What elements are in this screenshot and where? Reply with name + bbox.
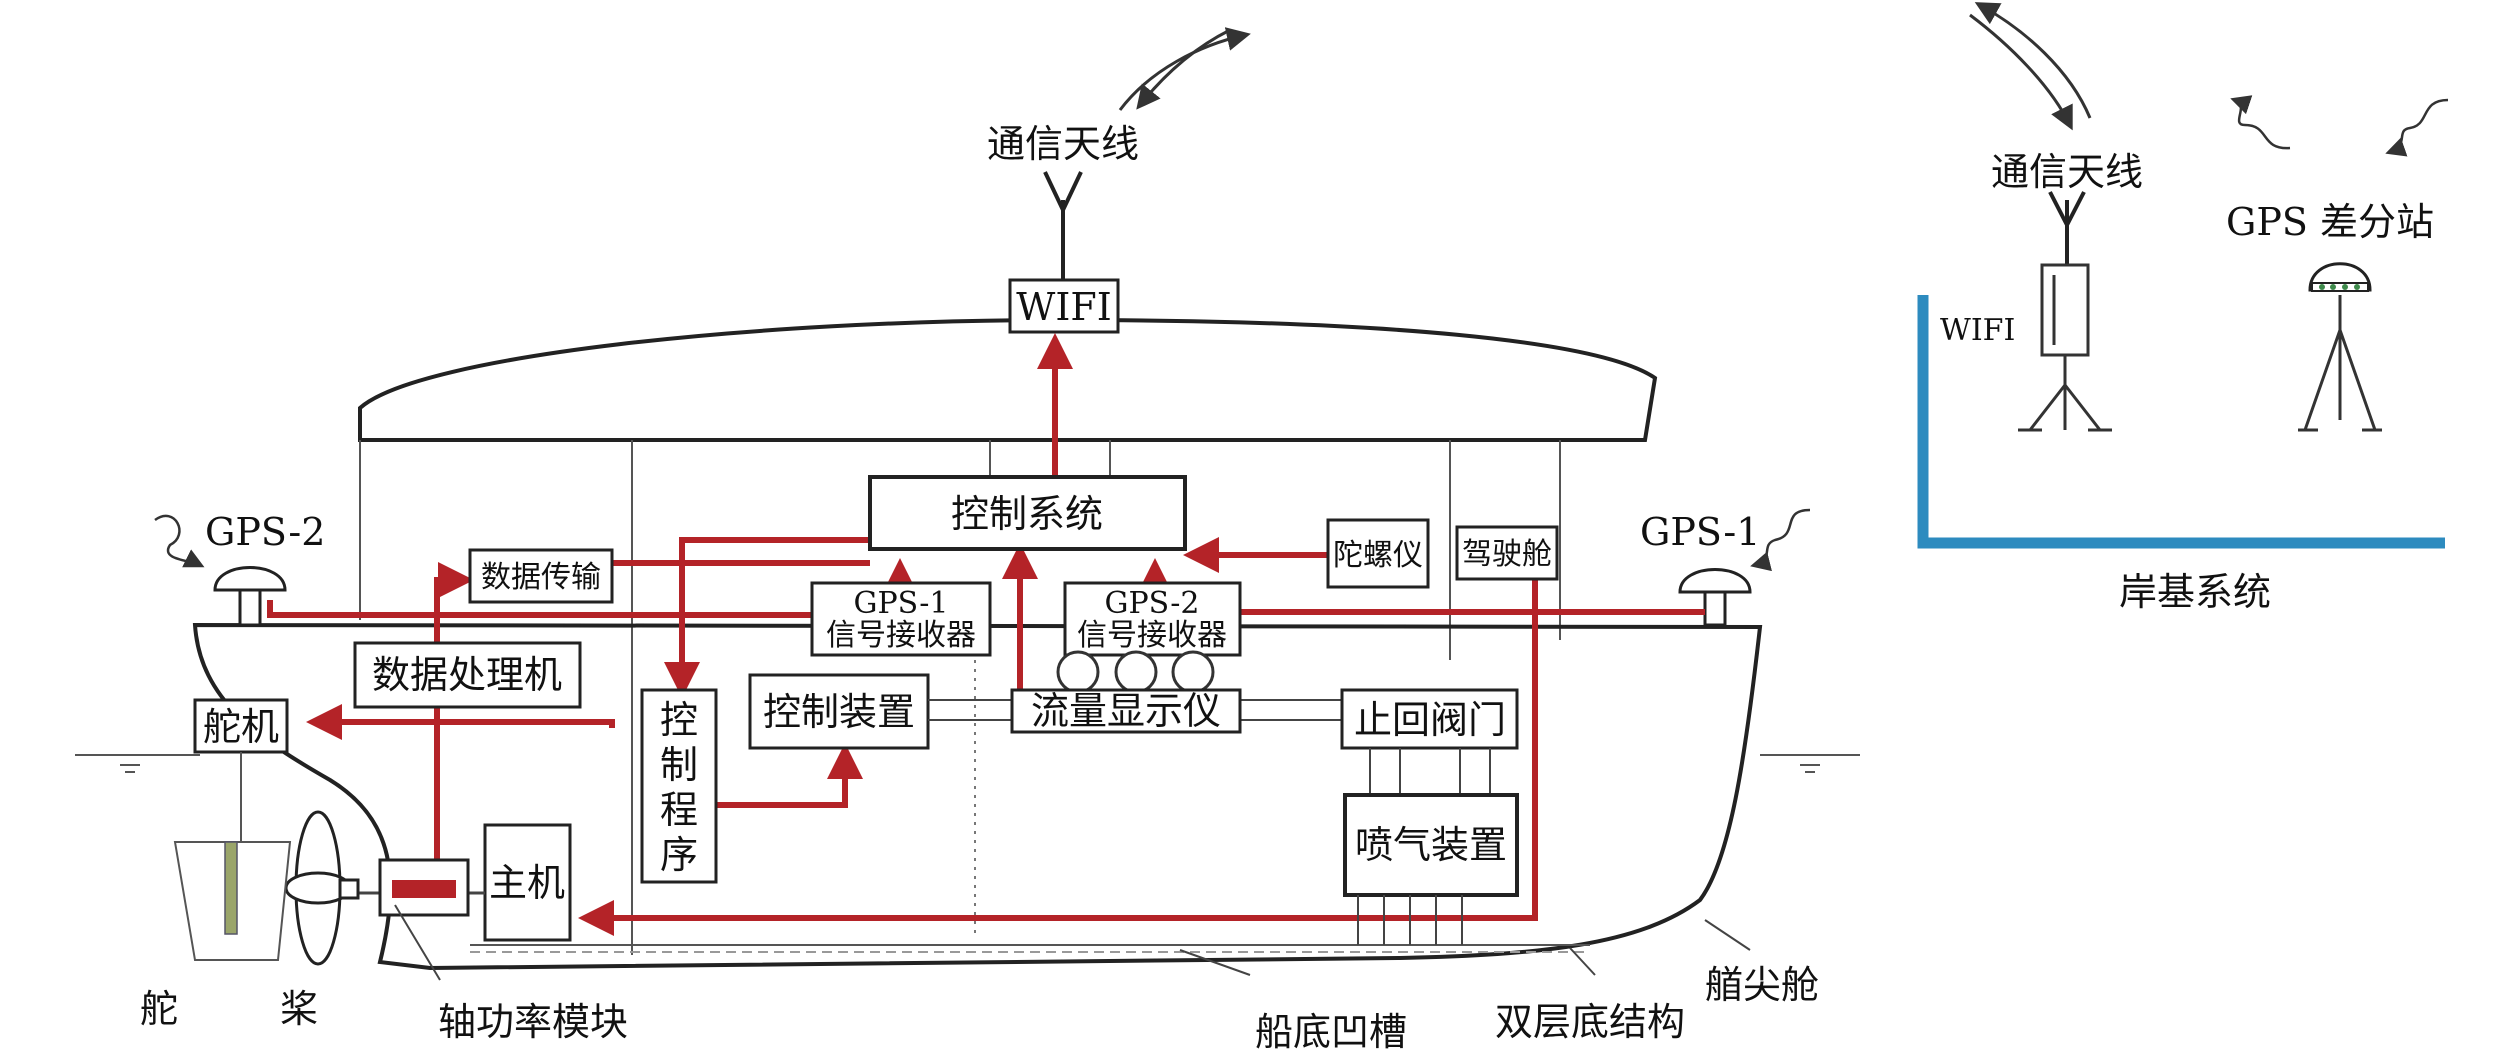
superstructure-posts (359, 440, 1561, 955)
air-injection-label: 喷气装置 (1355, 823, 1507, 867)
gps2-receiver-box (1063, 581, 1242, 657)
control-device-box (748, 673, 930, 750)
propeller-callout: 桨 (280, 987, 318, 1031)
control-system-label: 控制系统 (951, 492, 1103, 536)
control-program-char-3: 程 (660, 788, 698, 832)
antenna-label: 通信天线 (987, 122, 1139, 166)
bridge-box (1455, 525, 1559, 581)
control-system-box (868, 475, 1187, 551)
steering-gear-label: 舵机 (203, 705, 279, 749)
propeller-icon (284, 810, 360, 966)
tripod-icon (2298, 295, 2382, 432)
gps1-receiver-box (810, 581, 992, 657)
gps1-label: GPS-1 (1640, 510, 1760, 554)
rudder-callout: 舵 (140, 987, 178, 1031)
double-bottom-callout: 双层底结构 (1495, 1000, 1685, 1044)
connecting-pipes (928, 699, 1342, 721)
data-transfer-label: 数据传输 (481, 560, 601, 595)
shore-wall (1917, 295, 2445, 549)
air-injection-box (1343, 793, 1519, 897)
wave-signal-icon (1750, 508, 1811, 572)
steering-gear-box (193, 698, 289, 754)
check-valve-box (1340, 688, 1519, 750)
wave-signal-icon (154, 514, 205, 568)
gps-station-label: GPS 差分站 (2226, 200, 2434, 244)
deck-canopy (358, 317, 1658, 442)
bottom-groove-callout: 船底凹槽 (1255, 1010, 1407, 1054)
shore-section: 岸基系统 通信天线 WIFI GPS 差分站 (1917, 2, 2449, 614)
antenna-icon (2048, 191, 2086, 265)
control-program-char-1: 控 (660, 698, 698, 742)
tripod-icon (2018, 263, 2112, 432)
gps-antenna-icon (1678, 568, 1752, 627)
gyroscope-label: 陀螺仪 (1333, 538, 1423, 573)
gps-antenna-icon (2308, 262, 2372, 292)
gps2-receiver-line1: GPS-2 (1104, 586, 1199, 621)
valve-pipes (1369, 748, 1491, 795)
shore-antenna-label: 通信天线 (1991, 150, 2143, 194)
waterline-icon (75, 754, 1860, 773)
data-transfer-box (468, 548, 614, 604)
control-device-label: 控制装置 (763, 690, 915, 734)
gps-antenna-icon (213, 566, 287, 627)
bridge-label: 驾驶舱 (1462, 537, 1552, 572)
main-engine-box (483, 823, 572, 942)
shore-wifi-label: WIFI (1940, 313, 2015, 348)
gps2-label: GPS-2 (205, 510, 325, 554)
wifi-box (1008, 278, 1120, 334)
wave-signal-icon (1118, 27, 1251, 111)
check-valve-label: 止回阀门 (1354, 698, 1506, 742)
callout-leaders (394, 904, 1751, 981)
ship-section: 通信天线 WIFI GPS-2 GPS-1 (75, 27, 1860, 1054)
control-program-box (640, 688, 718, 884)
gps1-receiver-line2: 信号接收器 (826, 618, 976, 653)
antenna-icon (1043, 171, 1083, 288)
control-program-char-4: 序 (660, 833, 698, 877)
data-processor-box (353, 641, 582, 709)
shaft-power-module-core (392, 880, 456, 898)
gyroscope-box (1326, 518, 1430, 589)
gps1-receiver-line1: GPS-1 (853, 586, 948, 621)
wifi-label: WIFI (1016, 285, 1111, 329)
rudder-icon (173, 752, 292, 961)
shore-system-label: 岸基系统 (2119, 570, 2271, 614)
gps2-receiver-line2: 信号接收器 (1077, 618, 1227, 653)
signal-lines (267, 333, 1705, 936)
flow-display-box (1010, 688, 1242, 734)
double-bottom-structure (470, 944, 1590, 953)
wave-signal-icon (1969, 2, 2092, 131)
injection-pipes (1357, 895, 1463, 945)
data-processor-label: 数据处理机 (372, 653, 562, 697)
shaft-power-module-callout: 轴功率模块 (438, 1000, 628, 1044)
fore-peak-callout: 艏尖舱 (1705, 963, 1819, 1007)
flow-meter-gauges (1056, 650, 1215, 694)
main-engine-label: 主机 (489, 861, 565, 905)
wave-signal-icon (2230, 95, 2449, 157)
control-program-char-2: 制 (660, 743, 698, 787)
flow-display-label: 流量显示仪 (1031, 689, 1221, 733)
